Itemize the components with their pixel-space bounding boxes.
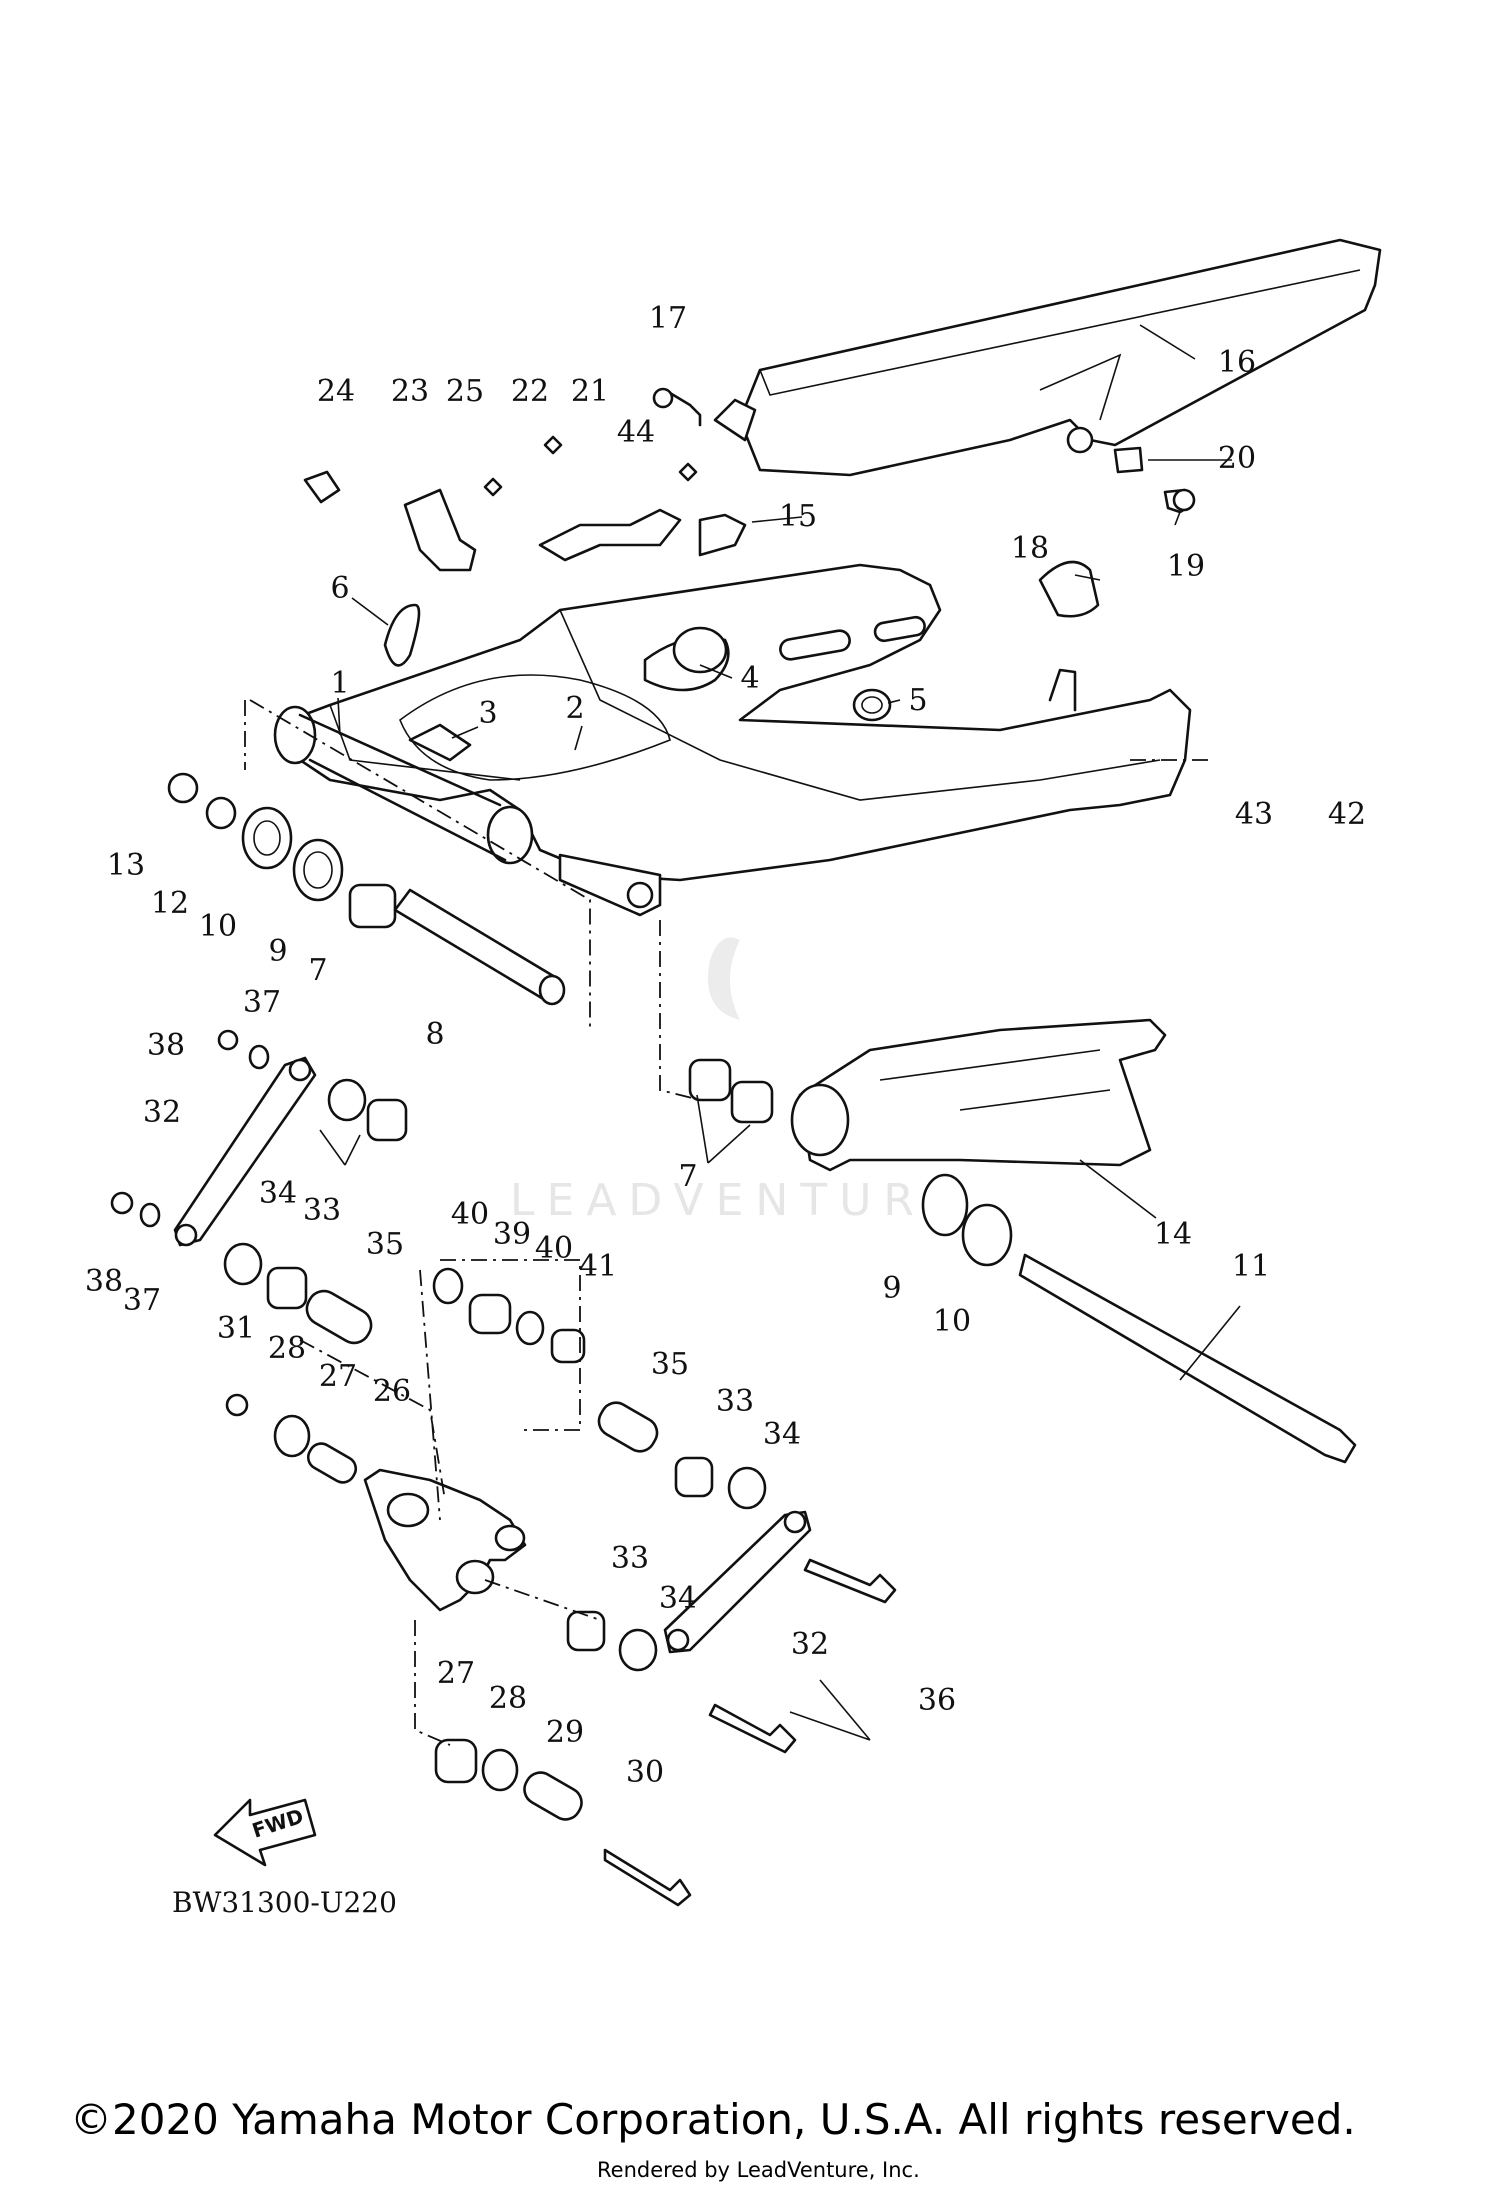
callout-8: 8: [425, 1017, 444, 1052]
chain-guard: [713, 238, 1382, 477]
callout-35b: 35: [651, 1347, 689, 1382]
callout-36: 36: [918, 1683, 956, 1718]
rendered-by-credit: Rendered by LeadVenture, Inc.: [597, 2158, 920, 2182]
callout-7b: 7: [678, 1159, 697, 1194]
callout-25: 25: [446, 374, 484, 409]
callout-35: 35: [366, 1227, 404, 1262]
callout-13: 13: [107, 848, 145, 883]
callout-41: 41: [579, 1249, 617, 1284]
callout-43: 43: [1235, 797, 1273, 832]
callout-10b: 10: [933, 1304, 971, 1339]
callout-16: 16: [1218, 345, 1256, 380]
callout-38: 38: [147, 1028, 185, 1063]
callout-23: 23: [391, 374, 429, 409]
copyright-notice: ©2020 Yamaha Motor Corporation, U.S.A. A…: [70, 2095, 1356, 2144]
callout-40b: 40: [535, 1231, 573, 1266]
callout-9: 9: [268, 934, 287, 969]
fwd-arrow: FWD: [213, 1798, 317, 1867]
callout-40: 40: [451, 1197, 489, 1232]
callout-32: 32: [143, 1095, 181, 1130]
callout-33c: 33: [611, 1541, 649, 1576]
callout-28: 28: [268, 1331, 306, 1366]
callout-7: 7: [308, 953, 327, 988]
callout-34c: 34: [659, 1581, 697, 1616]
callout-32b: 32: [791, 1627, 829, 1662]
callout-5: 5: [908, 683, 927, 718]
callout-14: 14: [1154, 1217, 1192, 1252]
callout-1: 1: [330, 666, 349, 701]
callout-2: 2: [565, 691, 584, 726]
callout-44: 44: [617, 415, 655, 450]
callout-27b: 27: [437, 1656, 475, 1691]
callout-31: 31: [217, 1311, 255, 1346]
callout-20: 20: [1218, 441, 1256, 476]
callout-27: 27: [319, 1359, 357, 1394]
callout-21: 21: [571, 374, 609, 409]
watermark: LEADVENTURE: [510, 937, 966, 1226]
callout-11: 11: [1232, 1249, 1270, 1284]
callouts: 1 2 3 4 5 6 7 7 8 9 9 10 10 11 12 13 14 …: [85, 301, 1366, 1790]
callout-39: 39: [493, 1217, 531, 1252]
callout-10: 10: [199, 909, 237, 944]
callout-3: 3: [478, 696, 497, 731]
callout-17: 17: [649, 301, 687, 336]
relay-arm-right: [659, 920, 1357, 1464]
callout-30: 30: [626, 1755, 664, 1790]
callout-29: 29: [546, 1715, 584, 1750]
callout-38b: 38: [85, 1264, 123, 1299]
callout-34b: 34: [763, 1417, 801, 1452]
link-rods: [110, 1029, 812, 1654]
callout-24: 24: [317, 374, 355, 409]
callout-33: 33: [303, 1193, 341, 1228]
upper-fasteners: [303, 387, 1196, 722]
callout-18: 18: [1011, 531, 1049, 566]
watermark-text: LEADVENTURE: [510, 1175, 966, 1226]
callout-37b: 37: [123, 1283, 161, 1318]
callout-33b: 33: [716, 1384, 754, 1419]
callout-6: 6: [330, 571, 349, 606]
callout-37: 37: [243, 985, 281, 1020]
callout-15: 15: [779, 499, 817, 534]
pivot-parts: [167, 699, 591, 1030]
callout-19: 19: [1167, 549, 1205, 584]
callout-4: 4: [740, 661, 759, 696]
callout-42: 42: [1328, 797, 1366, 832]
leader-lines: [319, 324, 1241, 1741]
callout-12: 12: [151, 886, 189, 921]
callout-28b: 28: [489, 1681, 527, 1716]
diagram-reference-code: BW31300-U220: [172, 1886, 397, 1919]
callout-26: 26: [373, 1374, 411, 1409]
callout-34: 34: [259, 1176, 297, 1211]
relay-link: [225, 1259, 897, 1907]
callout-9b: 9: [882, 1271, 901, 1306]
callout-22: 22: [511, 374, 549, 409]
